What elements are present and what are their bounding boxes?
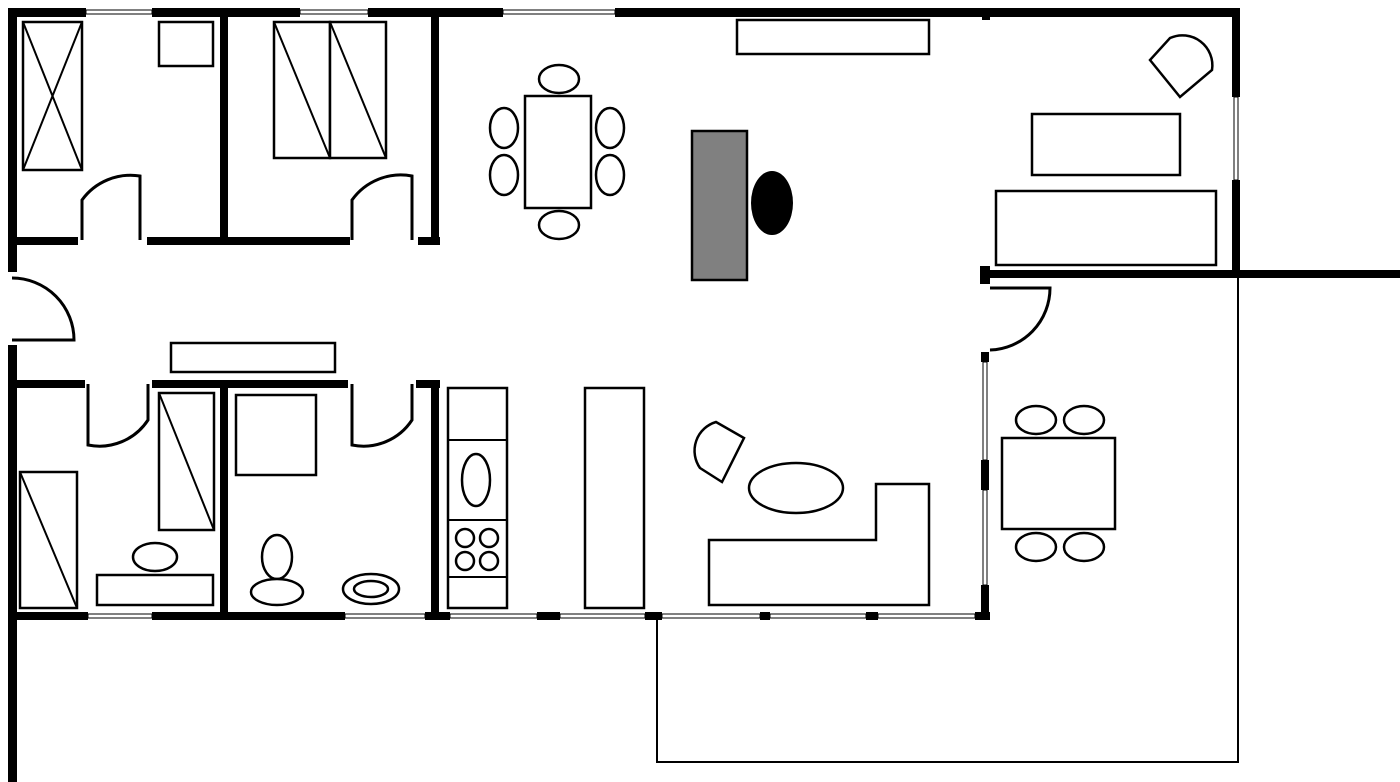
terrace-outline [656,276,1239,763]
sink-icon [131,541,179,573]
coffee-table-icon [1030,112,1182,177]
sofa-icon [707,482,931,607]
stool-icon [751,171,793,235]
door-swing-icon[interactable] [11,173,1052,448]
bed-icon [21,20,84,172]
nightstand-icon [157,20,215,68]
toilet-icon [249,533,305,607]
shower-icon [157,391,216,532]
stove-icon [454,527,500,572]
sideboard-icon [735,18,931,56]
kitchen-island-icon [690,129,749,282]
vanity-icon [95,573,215,607]
dining-table-icon [488,63,626,241]
shelf-icon [169,341,337,374]
chair-icon [1148,34,1214,99]
sofa-icon [994,189,1218,267]
sink-icon [460,452,492,508]
dining-table-icon [1000,404,1117,563]
walls [8,8,1400,782]
bathtub-icon [18,470,79,610]
bed-icon [272,20,388,160]
washer-icon [234,393,318,477]
sink-icon [341,572,401,606]
counter-icon [583,386,646,610]
coffee-table-icon [747,461,845,515]
chair-icon [693,420,746,484]
